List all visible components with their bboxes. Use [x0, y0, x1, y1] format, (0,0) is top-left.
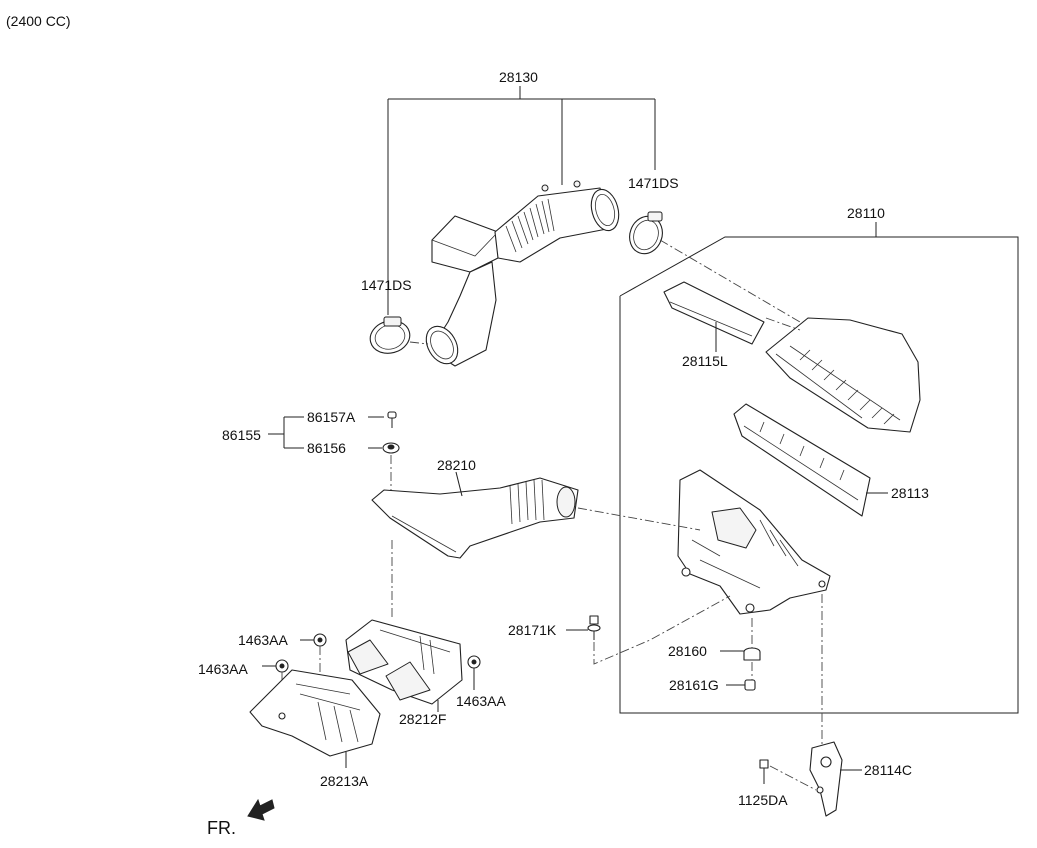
label-28130: 28130 [499, 69, 538, 85]
air-intake-hose [425, 180, 620, 367]
label-28113: 28113 [891, 485, 929, 501]
label-1463AA-right: 1463AA [456, 693, 506, 709]
front-label: FR. [207, 818, 236, 838]
hose-clamp-left [369, 316, 411, 354]
label-28160: 28160 [668, 643, 707, 659]
label-28213A: 28213A [320, 773, 369, 789]
hose-clamp-top [629, 211, 663, 255]
label-86155: 86155 [222, 427, 261, 443]
label-1471DS-top: 1471DS [628, 175, 679, 191]
engine-note: (2400 CC) [6, 13, 71, 29]
label-28114C: 28114C [864, 762, 912, 778]
clip-86156 [382, 442, 400, 492]
air-filter-element-28113 [733, 403, 888, 517]
front-arrow-icon [247, 798, 275, 821]
bracket-28130 [387, 86, 656, 315]
air-cleaner-duct-28115L [663, 281, 765, 352]
label-86156: 86156 [307, 440, 346, 456]
bracket-86155 [268, 416, 384, 449]
air-guide-28213A [249, 669, 381, 768]
label-28115L: 28115L [682, 353, 728, 369]
air-cleaner-cover [765, 317, 921, 433]
clip-pin-86157A [387, 411, 397, 428]
air-intake-duct-28210 [371, 471, 579, 559]
label-1463AA-left: 1463AA [198, 661, 248, 677]
label-28171K: 28171K [508, 622, 557, 638]
label-1125DA: 1125DA [738, 792, 788, 808]
bolt-1125DA [759, 759, 817, 791]
label-28212F: 28212F [399, 711, 446, 727]
clip-1463AA-right [467, 655, 481, 690]
label-28110: 28110 [847, 205, 885, 221]
label-28161G: 28161G [669, 677, 719, 693]
rubber-mount-28160 [720, 618, 761, 661]
label-86157A: 86157A [307, 409, 356, 425]
label-1463AA-top: 1463AA [238, 632, 288, 648]
air-cleaner-body [677, 469, 831, 615]
clip-1463AA-top [300, 633, 327, 672]
label-28210: 28210 [437, 457, 476, 473]
assembly-box-28110 [619, 222, 1019, 714]
grommet-28161G [726, 662, 756, 691]
mounting-bracket-28114C [809, 741, 862, 817]
label-1471DS-left: 1471DS [361, 277, 412, 293]
resonator-duct-28212F [345, 619, 463, 712]
bolt-28171K [566, 615, 601, 640]
